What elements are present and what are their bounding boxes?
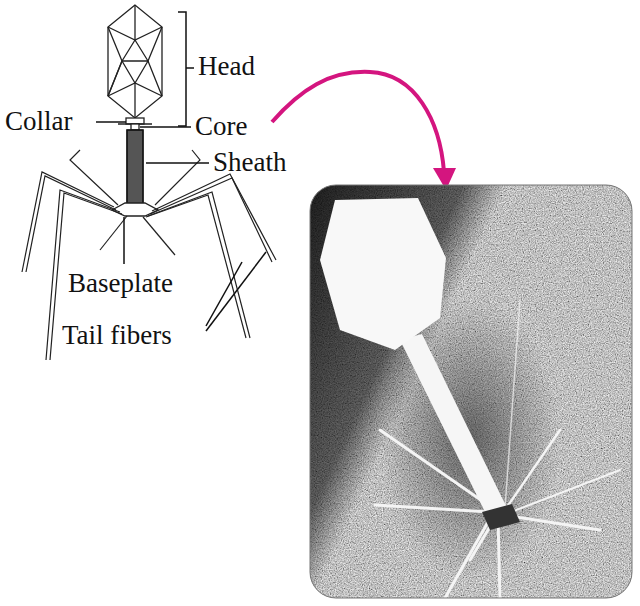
pointer-arrow: [272, 72, 456, 190]
part-label: Collar: [5, 108, 73, 135]
part-label: Core: [195, 113, 247, 140]
part-label: Baseplate: [68, 270, 173, 297]
part-label: Tail fibers: [62, 322, 172, 349]
phage-schematic: [22, 5, 276, 360]
part-label: Head: [198, 53, 255, 80]
part-label: Sheath: [213, 149, 287, 176]
micrograph: [310, 185, 632, 598]
